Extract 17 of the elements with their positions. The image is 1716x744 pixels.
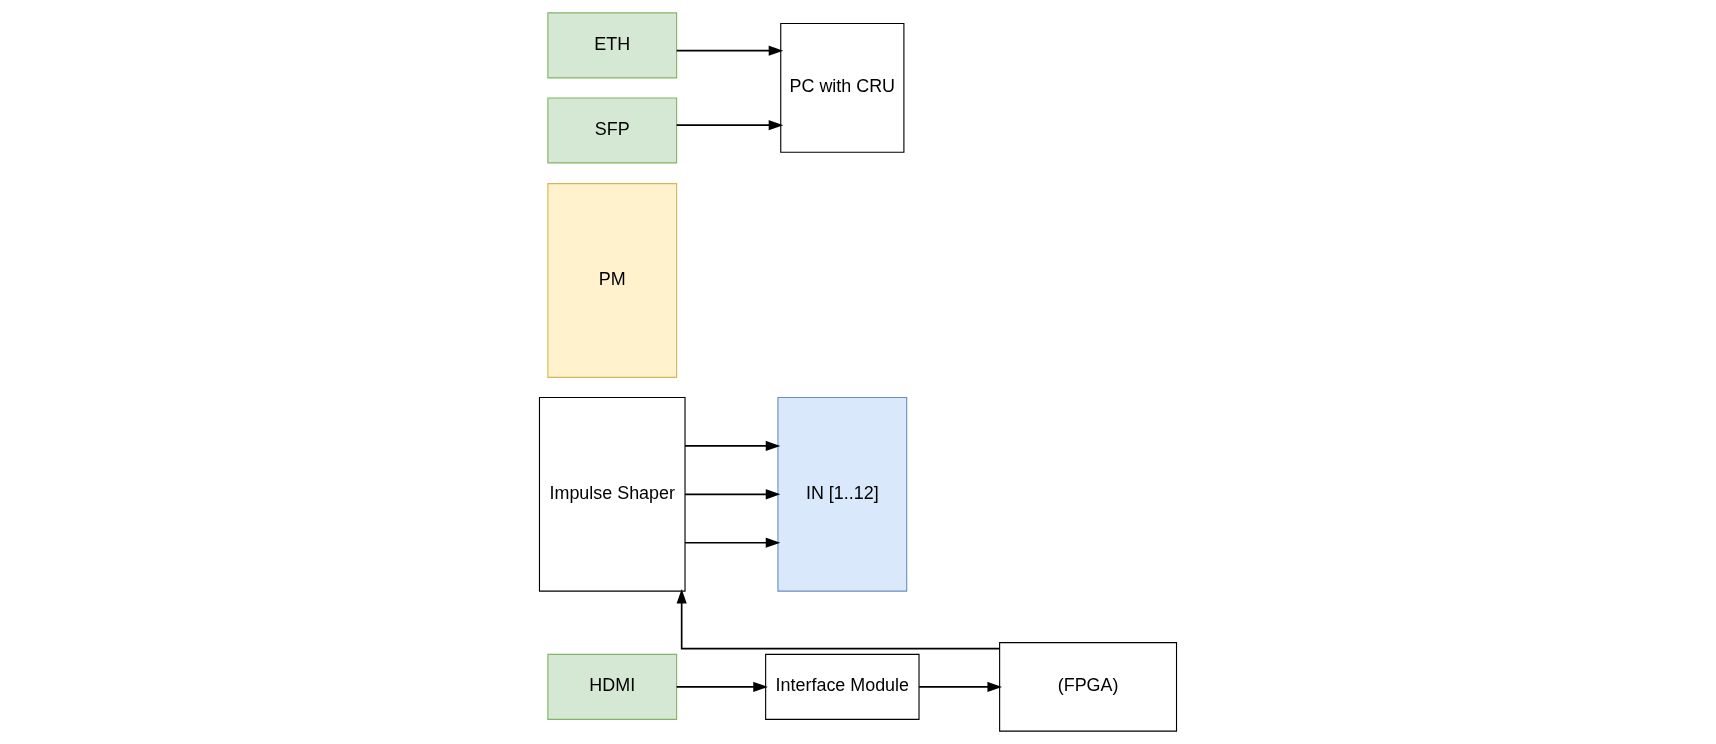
arrow xyxy=(684,489,781,500)
arrow xyxy=(676,589,1001,650)
arrow xyxy=(684,440,781,451)
arrow xyxy=(918,681,1002,692)
node-box: HDMI xyxy=(547,653,678,720)
node-box: PM xyxy=(547,183,678,378)
arrow xyxy=(684,537,781,548)
arrow xyxy=(675,45,784,56)
node-box: PC with CRU xyxy=(780,22,905,153)
node-box: ETH xyxy=(547,12,678,79)
node-box: Interface Module xyxy=(765,653,920,720)
node-box: Impulse Shaper xyxy=(538,396,686,592)
node-box: IN [1..12] xyxy=(777,396,908,592)
node-box: SFP xyxy=(547,97,678,164)
node-box: (FPGA) xyxy=(999,642,1178,732)
arrow xyxy=(675,120,784,131)
arrow xyxy=(675,681,768,692)
